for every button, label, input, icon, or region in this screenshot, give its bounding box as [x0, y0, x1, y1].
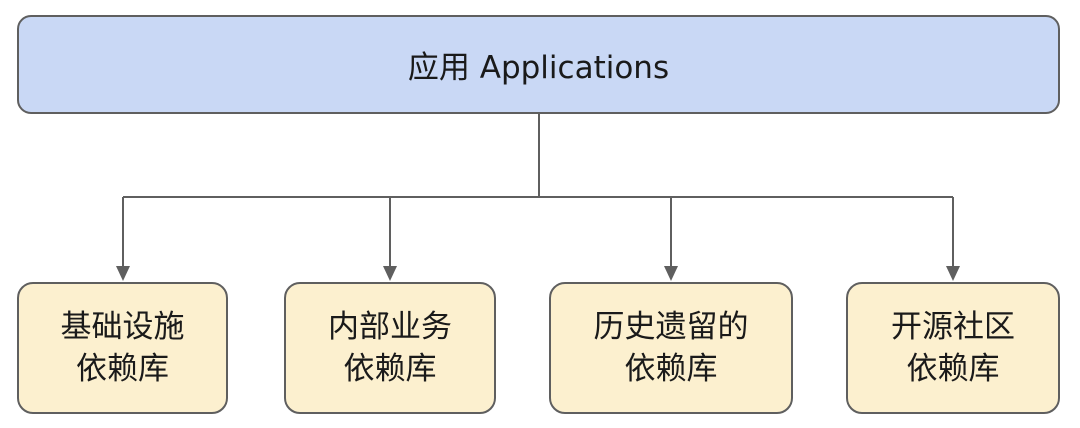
arrowhead-1	[383, 266, 397, 281]
applications-box: 应用 Applications	[17, 15, 1060, 114]
dependency-label-line1: 开源社区	[891, 309, 1015, 345]
arrowhead-0	[116, 266, 130, 281]
dependency-label-line1: 基础设施	[60, 309, 185, 345]
legacy-dependency-box: 历史遗留的 依赖库	[549, 282, 793, 414]
dependency-label-line2: 依赖库	[343, 351, 437, 387]
dependency-label-line2: 依赖库	[76, 351, 169, 387]
arrowhead-2	[664, 266, 678, 281]
dependency-label-line2: 依赖库	[906, 351, 1000, 387]
dependency-label-line1: 历史遗留的	[593, 309, 749, 345]
dependency-label-line2: 依赖库	[624, 351, 718, 387]
internal-business-dependency-box: 内部业务 依赖库	[284, 282, 496, 414]
arrowhead-3	[946, 266, 960, 281]
applications-label: 应用 Applications	[407, 50, 670, 86]
open-source-dependency-box: 开源社区 依赖库	[846, 282, 1060, 414]
infrastructure-dependency-box: 基础设施 依赖库	[17, 282, 228, 414]
dependency-label-line1: 内部业务	[328, 309, 452, 345]
